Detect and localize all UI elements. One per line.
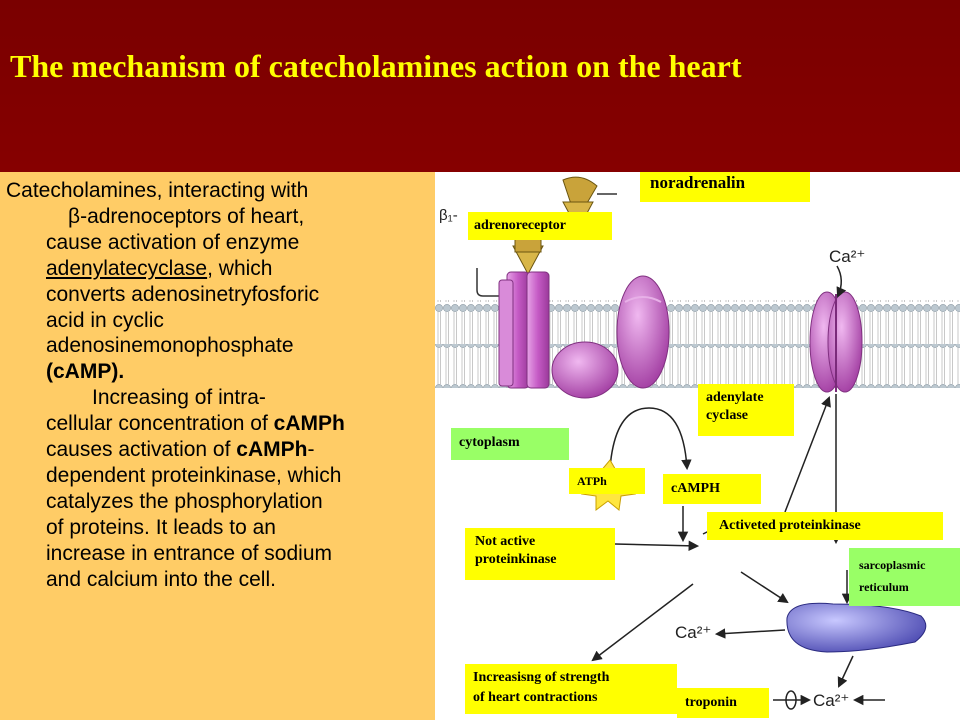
calcium-channel-icon (809, 291, 863, 393)
body-line: cause activation of enzyme (46, 230, 300, 254)
body-line: increase in entrance of sodium (46, 541, 332, 565)
body-text: Catecholamines, interacting with β-adren… (6, 178, 431, 593)
calcium-ion-bottom: Ca²⁺ (813, 691, 849, 710)
kinase-to-contraction-arrow (591, 583, 694, 662)
body-line: adenylatecyclase, which (46, 256, 273, 280)
slide-title: The mechanism of catecholamines action o… (10, 48, 742, 84)
body-line: dependent proteinkinase, which (46, 463, 342, 487)
adenylate-cyclase-icon (616, 275, 670, 389)
adenylatecyclase-term: adenylatecyclase (46, 256, 208, 280)
beta1-adrenoreceptor-icon (476, 234, 550, 389)
not-active-proteinkinase-label: Not active proteinkinase (465, 528, 615, 580)
body-line: catalyzes the phosphorylation (46, 489, 323, 513)
kinase-activation-arrow (614, 540, 700, 552)
noradrenalin-label: noradrenalin (640, 172, 810, 202)
body-line: causes activation of cAMPh- (46, 438, 315, 462)
body-line: Increasing of intra- (92, 386, 266, 410)
sarcoplasmic-reticulum-label: sarcoplasmic reticulum (849, 548, 960, 606)
body-line: adenosinemonophosphate (46, 334, 294, 358)
cytoplasm-label: cytoplasm (451, 428, 569, 460)
troponin-label: troponin (677, 688, 769, 718)
beta1-label: β₁- (439, 207, 458, 224)
text-panel: Catecholamines, interacting with β-adren… (0, 172, 435, 720)
body-line: (cAMP). (6, 359, 431, 385)
reticulum-to-calcium-arrow (837, 655, 854, 688)
adenylate-cyclase-label: adenylate cyclase (698, 384, 794, 436)
calcium-ion-mid: Ca²⁺ (675, 623, 711, 642)
body-line: β-adrenoceptors of heart, (68, 204, 305, 228)
diagram-canvas: Ca²⁺ (435, 176, 960, 710)
sarcoplasmic-reticulum-icon (786, 602, 927, 653)
activated-proteinkinase-label: Activeted proteinkinase (707, 512, 943, 540)
calcium-release-arrow (714, 628, 786, 639)
mechanism-diagram: Ca²⁺ (435, 172, 960, 720)
adrenoreceptor-label: adrenoreceptor (468, 212, 612, 240)
body-line: Catecholamines, interacting with (6, 179, 309, 202)
body-line: and calcium into the cell. (46, 567, 276, 591)
kinase-to-reticulum-arrow (740, 571, 789, 604)
camph-term: cAMPh (236, 438, 308, 462)
camp-term: (cAMP). (46, 360, 125, 384)
calcium-ion-top: Ca²⁺ (829, 247, 865, 266)
atph-label: ATPh (569, 468, 645, 494)
kinase-to-channel-arrow (784, 396, 831, 513)
body-line: acid in cyclic (46, 308, 164, 332)
title-bar: The mechanism of catecholamines action o… (0, 0, 960, 172)
calcium-entry-arrow (836, 265, 847, 298)
camph-term: cAMPh (273, 412, 345, 436)
inhibition-symbol-icon (785, 690, 797, 710)
g-protein-icon (551, 341, 619, 399)
increased-contraction-label: Increasisng of strength of heart contrac… (465, 664, 677, 714)
body-line: of proteins. It leads to an (46, 515, 276, 539)
camph-label: cAMPH (663, 474, 761, 504)
body-line: converts adenosinetryfosforic (46, 282, 320, 306)
body-line: cellular concentration of cAMPh (46, 412, 345, 436)
camp-synthesis-arrow (609, 407, 692, 471)
